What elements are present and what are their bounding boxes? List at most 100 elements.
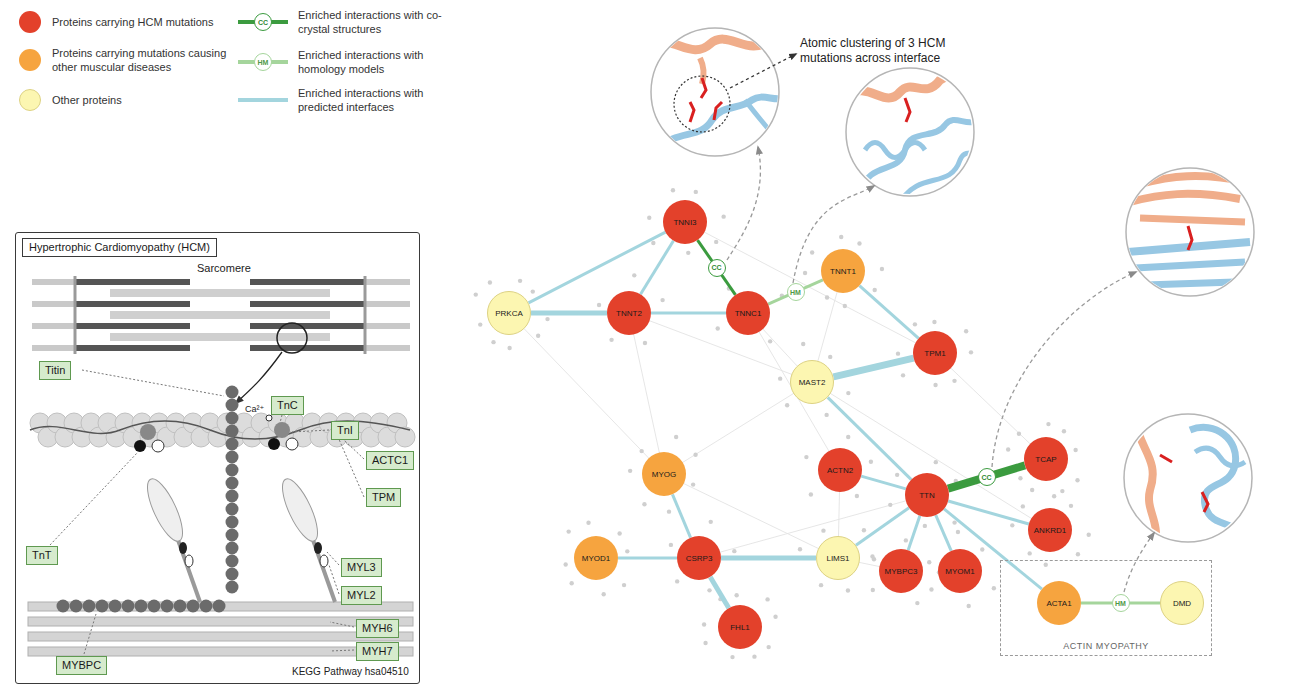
light-chain — [185, 555, 193, 567]
part-name: ACTC1 — [372, 454, 408, 467]
titin-domain — [96, 600, 109, 613]
titin-domain — [57, 600, 70, 613]
background-interaction — [629, 313, 812, 382]
legend-text: Enriched interactions with homology mode… — [298, 48, 448, 76]
neighbour-dot — [846, 435, 850, 439]
titin-domain — [226, 477, 239, 490]
protein-node: MAST2 — [790, 360, 834, 404]
neighbour-dot — [693, 453, 697, 457]
thin-filament — [365, 323, 410, 329]
leader-line — [82, 370, 224, 396]
neighbour-dot — [716, 326, 720, 330]
neighbour-dot — [933, 383, 937, 387]
edge-badge: CC — [708, 259, 726, 277]
neighbour-dot — [667, 509, 671, 513]
neighbour-dot — [773, 615, 777, 619]
titin-domain — [70, 600, 83, 613]
titin-domain — [226, 386, 239, 399]
interaction-edge — [833, 358, 913, 377]
part-name: TnC — [277, 399, 298, 412]
neighbour-dot — [1027, 551, 1031, 555]
neighbour-dot — [869, 460, 873, 464]
neighbour-dot — [669, 543, 673, 547]
legend-line — [238, 93, 288, 107]
protein-node: TNNT1 — [821, 249, 865, 293]
neighbour-dot — [901, 373, 905, 377]
titin-domain — [226, 464, 239, 477]
neighbour-dot — [507, 346, 511, 350]
neighbour-dot — [765, 597, 769, 601]
neighbour-dot — [846, 588, 850, 592]
background-interaction — [664, 382, 812, 474]
neighbour-dot — [932, 320, 936, 324]
neighbour-dot — [846, 391, 850, 395]
legend-text: Other proteins — [52, 93, 242, 107]
part-label: MYL3 — [341, 558, 382, 577]
annotation-arrow — [730, 54, 796, 88]
thin-filament — [250, 345, 365, 351]
mutation-residue — [905, 98, 910, 122]
titin-domain — [226, 503, 239, 516]
part-name: TPM — [372, 491, 395, 504]
neighbour-dot — [992, 586, 996, 590]
titin-domain — [187, 600, 200, 613]
neighbour-dot — [809, 492, 813, 496]
light-chain — [314, 542, 322, 554]
protein-name: TNNC1 — [735, 309, 762, 318]
coil-ribbon — [1190, 427, 1252, 540]
light-chain — [179, 542, 187, 554]
thick-filament — [110, 333, 330, 341]
background-interaction — [748, 313, 840, 470]
neighbour-dot — [1006, 447, 1010, 451]
legend-text: Proteins carrying HCM mutations — [52, 15, 242, 29]
protein-node: ACTN2 — [818, 448, 862, 492]
sheet-ribbon — [1130, 194, 1240, 202]
protein-node: TTN — [905, 473, 949, 517]
protein-node: MYBPC3 — [879, 549, 923, 593]
zoom-leader — [992, 272, 1136, 467]
leader-line — [338, 437, 364, 497]
neighbour-dot — [601, 592, 605, 596]
neighbour-dot — [617, 531, 621, 535]
mutation-residue — [690, 102, 694, 122]
protein-node: TNNI3 — [663, 200, 707, 244]
part-label: TnT — [26, 546, 58, 565]
neighbour-dot — [642, 502, 646, 506]
neighbour-dot — [569, 581, 573, 585]
neighbour-dot — [536, 334, 540, 338]
tropomyosin — [30, 421, 410, 439]
part-label: TnC — [271, 396, 304, 415]
neighbour-dot — [628, 469, 632, 473]
panel-title: Hypertrophic Cardiomyopathy (HCM) — [22, 238, 217, 257]
protein-node: MYOD1 — [574, 536, 618, 580]
protein-node: TCAP — [1024, 437, 1068, 481]
neighbour-dot — [929, 587, 933, 591]
protein-name: MAST2 — [799, 378, 826, 387]
myosin-head — [276, 475, 325, 546]
background-interaction — [509, 313, 664, 474]
neighbour-dot — [1052, 494, 1056, 498]
neighbour-dot — [1060, 489, 1064, 493]
neighbour-dot — [980, 547, 984, 551]
titin-domain — [83, 600, 96, 613]
myosin-neck — [313, 540, 335, 602]
legend-swatch — [19, 49, 41, 71]
legend-swatch — [19, 89, 41, 111]
interaction-edge — [936, 515, 951, 551]
part-label: TnI — [331, 421, 359, 440]
part-label: MYH7 — [356, 642, 399, 661]
neighbour-dot — [622, 583, 626, 587]
neighbour-dot — [1010, 523, 1014, 527]
part-label: ACTC1 — [366, 451, 414, 470]
neighbour-dot — [964, 329, 968, 333]
leader-line — [330, 622, 354, 627]
part-name: MYH6 — [362, 622, 393, 635]
neighbour-dot — [691, 482, 695, 486]
neighbour-dot — [651, 241, 655, 245]
titin-domain — [226, 529, 239, 542]
neighbour-dot — [824, 413, 828, 417]
neighbour-dot — [1075, 478, 1079, 482]
protein-node: MYOM1 — [938, 549, 982, 593]
neighbour-dot — [1021, 504, 1025, 508]
coil-ribbon — [745, 100, 785, 150]
